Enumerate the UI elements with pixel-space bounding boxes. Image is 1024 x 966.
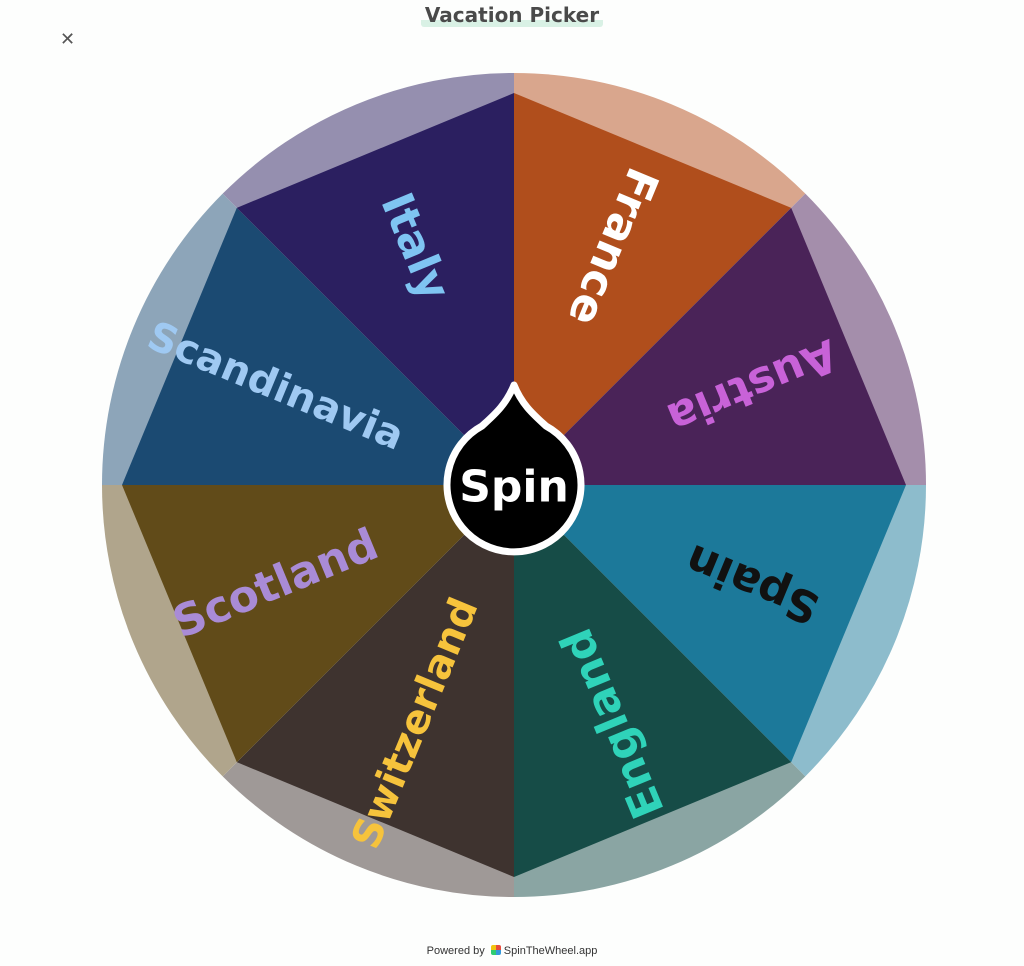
wheel-segment-austria: [514, 207, 906, 485]
app-logo-icon: [490, 945, 501, 955]
wheel-segment-scandinavia: [122, 207, 514, 485]
spin-label: Spin: [459, 462, 569, 513]
spin-button[interactable]: Spin: [443, 381, 585, 556]
wheel-segment-england: [514, 485, 792, 877]
pointer-icon: [443, 381, 585, 556]
title-text: Vacation Picker: [420, 3, 604, 27]
wheel-segment-france: [514, 93, 792, 485]
wheel-segment-spain: [514, 485, 906, 763]
page-title: Vacation Picker: [0, 3, 1024, 27]
close-icon[interactable]: ✕: [60, 29, 76, 50]
wheel-segment-switzerland: [236, 485, 514, 877]
footer: Powered by SpinTheWheel.app: [0, 945, 1024, 957]
brand-link[interactable]: SpinTheWheel.app: [503, 945, 598, 957]
wheel-segment-italy: [236, 93, 514, 485]
wheel-segment-scotland: [122, 485, 514, 763]
powered-by-text: Powered by: [426, 945, 485, 957]
